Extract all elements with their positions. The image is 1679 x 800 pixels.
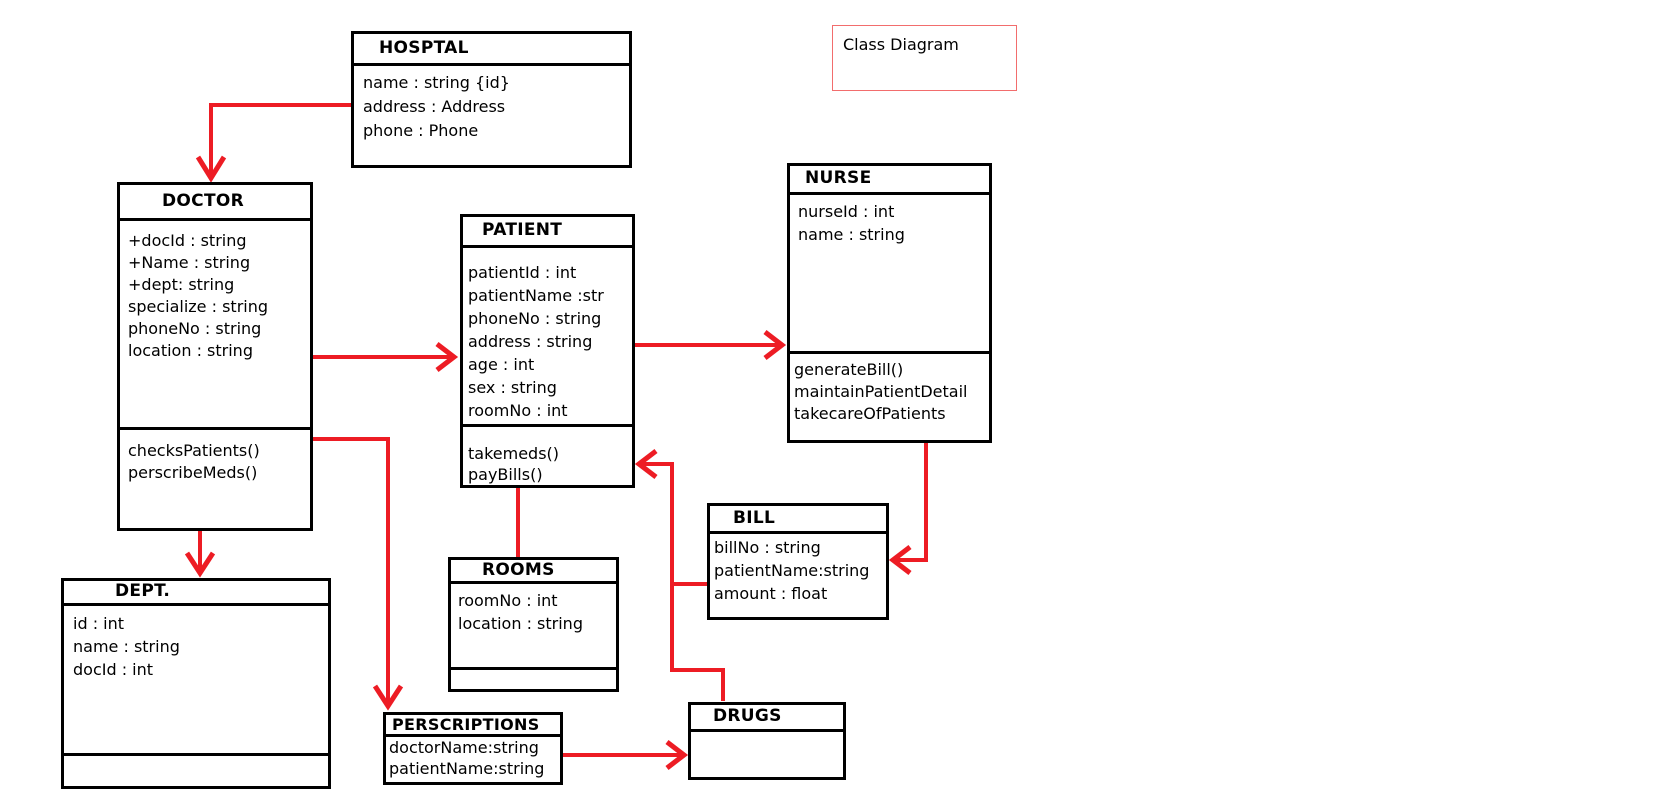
member-line: +dept: string bbox=[128, 275, 235, 294]
class-attributes-nurse: nurseId : int name : string bbox=[790, 195, 989, 351]
member-line: roomNo : int bbox=[468, 401, 568, 420]
diagram-title-text: Class Diagram bbox=[843, 35, 959, 54]
class-box-bill: BILL billNo : string patientName:string am… bbox=[707, 503, 889, 620]
arrowhead-left-patient bbox=[634, 449, 658, 479]
member-line: phoneNo : string bbox=[468, 309, 602, 328]
class-box-hosptal: HOSPTAL name : string {id} address : Addr… bbox=[351, 31, 632, 168]
connector-hosptal-doctor bbox=[209, 103, 351, 176]
member-line: maintainPatientDetail bbox=[794, 382, 968, 401]
arrowhead-down-dept bbox=[184, 551, 216, 578]
class-methods-patient: takemeds() payBills() bbox=[463, 424, 632, 485]
member-line: checksPatients() bbox=[128, 441, 260, 460]
member-line: generateBill() bbox=[794, 360, 904, 379]
member-line: location : string bbox=[458, 614, 583, 633]
class-title-perscriptions: PERSCRIPTIONS bbox=[386, 715, 560, 737]
class-methods-nurse: generateBill() maintainPatientDetail takec… bbox=[790, 351, 989, 440]
member-line: amount : float bbox=[714, 584, 828, 603]
class-box-dept: DEPT. id : int name : string docId : int bbox=[61, 578, 331, 789]
class-attributes-hosptal: name : string {id} address : Address phone… bbox=[354, 66, 629, 165]
member-line: location : string bbox=[128, 341, 253, 360]
member-line: patientId : int bbox=[468, 263, 577, 282]
connector-nurse-bill bbox=[896, 443, 928, 562]
class-attributes-rooms: roomNo : int location : string bbox=[451, 584, 616, 667]
member-line: takemeds() bbox=[468, 444, 560, 463]
member-line: +docId : string bbox=[128, 231, 247, 250]
class-attributes-dept: id : int name : string docId : int bbox=[64, 606, 328, 753]
member-line: doctorName:string bbox=[389, 738, 539, 757]
class-title-hosptal: HOSPTAL bbox=[354, 34, 629, 66]
arrowhead-left-bill bbox=[888, 545, 912, 575]
diagram-title-box: Class Diagram bbox=[832, 25, 1017, 91]
member-line: patientName:string bbox=[714, 561, 870, 580]
arrowhead-right-drugs bbox=[665, 740, 689, 770]
member-line: age : int bbox=[468, 355, 535, 374]
member-line: payBills() bbox=[468, 465, 543, 484]
member-line: patientName:string bbox=[389, 759, 545, 778]
member-line: sex : string bbox=[468, 378, 557, 397]
arrowhead-right-nurse bbox=[763, 330, 787, 360]
class-box-perscriptions: PERSCRIPTIONS doctorName:string patientNa… bbox=[383, 712, 563, 785]
arrowhead-down-perscriptions bbox=[372, 684, 404, 711]
arrowhead-right-patient bbox=[435, 342, 459, 372]
member-line: name : string bbox=[73, 637, 180, 656]
member-line: phone : Phone bbox=[363, 121, 479, 140]
class-attributes-doctor: +docId : string +Name : string +dept: stri… bbox=[120, 221, 310, 427]
class-attributes-patient: patientId : int patientName :str phoneNo :… bbox=[463, 248, 632, 424]
class-empty-compartment-rooms bbox=[451, 667, 616, 689]
member-line: docId : int bbox=[73, 660, 154, 679]
class-methods-doctor: checksPatients() perscribeMeds() bbox=[120, 427, 310, 528]
member-line: patientName :str bbox=[468, 286, 604, 305]
class-attributes-perscriptions: doctorName:string patientName:string bbox=[386, 737, 560, 782]
member-line: roomNo : int bbox=[458, 591, 558, 610]
class-title-doctor: DOCTOR bbox=[120, 185, 310, 221]
class-title-drugs: DRUGS bbox=[691, 705, 843, 732]
connector-bill-patient bbox=[642, 462, 707, 586]
member-line: phoneNo : string bbox=[128, 319, 262, 338]
member-line: name : string {id} bbox=[363, 73, 510, 92]
member-line: takecareOfPatients bbox=[794, 404, 946, 423]
arrowhead-down-doctor bbox=[195, 155, 227, 183]
class-box-doctor: DOCTOR +docId : string +Name : string +dep… bbox=[117, 182, 313, 531]
member-line: nurseId : int bbox=[798, 202, 895, 221]
member-line: billNo : string bbox=[714, 538, 821, 557]
class-title-nurse: NURSE bbox=[790, 166, 989, 195]
member-line: specialize : string bbox=[128, 297, 269, 316]
class-title-rooms: ROOMS bbox=[451, 560, 616, 584]
class-title-dept: DEPT. bbox=[64, 581, 328, 606]
class-box-nurse: NURSE nurseId : int name : string generat… bbox=[787, 163, 992, 443]
class-box-rooms: ROOMS roomNo : int location : string bbox=[448, 557, 619, 692]
class-empty-compartment-drugs bbox=[691, 732, 843, 777]
class-attributes-bill: billNo : string patientName:string amount … bbox=[710, 534, 886, 617]
class-box-drugs: DRUGS bbox=[688, 702, 846, 780]
class-title-bill: BILL bbox=[710, 506, 886, 534]
member-line: +Name : string bbox=[128, 253, 251, 272]
class-title-patient: PATIENT bbox=[463, 217, 632, 248]
member-line: perscribeMeds() bbox=[128, 463, 258, 482]
member-line: address : Address bbox=[363, 97, 506, 116]
class-empty-compartment-dept bbox=[64, 753, 328, 786]
member-line: address : string bbox=[468, 332, 593, 351]
member-line: id : int bbox=[73, 614, 125, 633]
member-line: name : string bbox=[798, 225, 905, 244]
